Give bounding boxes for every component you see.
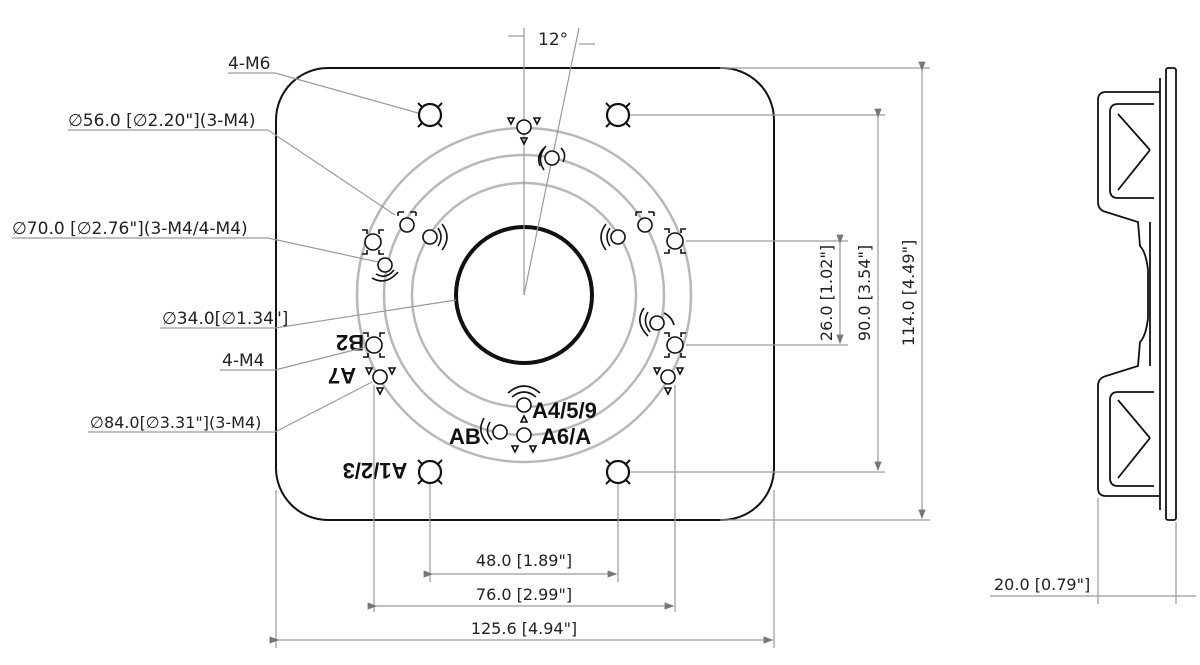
dim-26: 26.0 [1.02"] [817,245,836,341]
dim-114: 114.0 [4.49"] [899,240,918,346]
mark-a123: A1/2/3 [343,458,408,483]
m6-hole [605,102,631,128]
dim-76: 76.0 [2.99"] [476,585,572,604]
m6-hole [417,459,443,485]
mark-ab: AB [449,424,481,449]
label-4-m6: 4-M6 [228,54,270,74]
dim-20: 20.0 [0.79"] [994,575,1090,594]
label-d56: ∅56.0 [∅2.20"](3-M4) [68,111,256,131]
vertical-dimensions [630,61,930,521]
m6-hole [417,102,443,128]
label-d34: ∅34.0[∅1.34"] [162,309,288,329]
m4-hole [362,117,686,454]
dim-90: 90.0 [3.54"] [855,245,874,341]
dim-1256: 125.6 [4.94"] [471,619,577,638]
label-d84: ∅84.0[∅3.31"](3-M4) [90,413,261,432]
label-4-m4: 4-M4 [222,351,264,371]
callout-leaders [12,72,457,433]
mark-a7: A7 [328,363,356,388]
m6-hole [605,459,631,485]
mark-a6a: A6/A [541,424,591,449]
dim-48: 48.0 [1.89"] [476,551,572,570]
horizontal-dimensions [269,385,775,648]
side-depth-dimension [990,498,1196,604]
angle-label: 12° [538,30,568,50]
label-d70: ∅70.0 [∅2.76"](3-M4/4-M4) [12,219,248,239]
side-profile [1097,67,1177,521]
mark-a459: A4/5/9 [532,398,597,423]
